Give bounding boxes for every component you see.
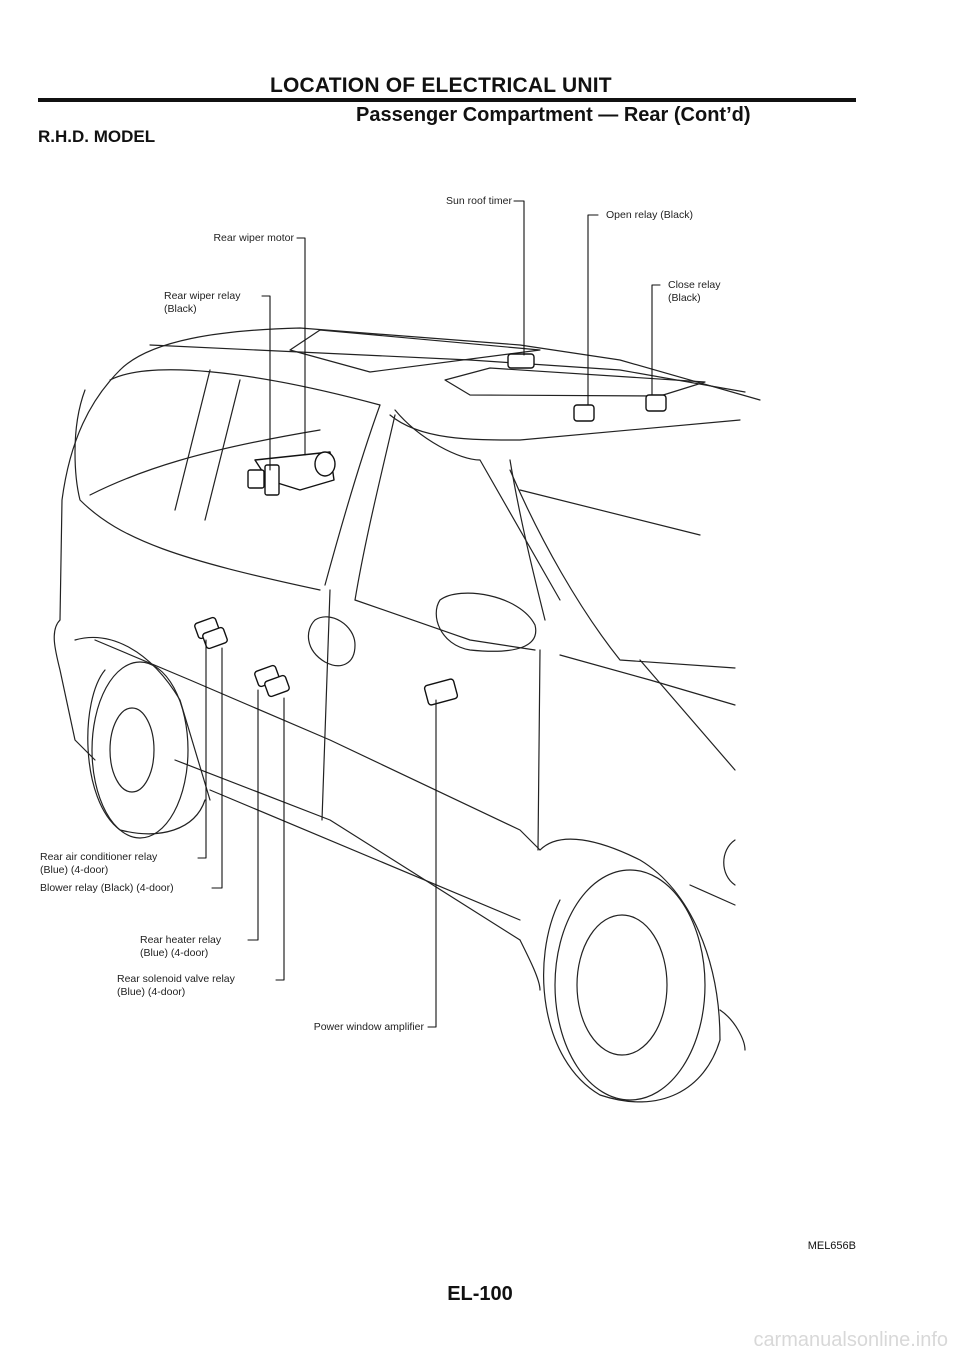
rear-arch	[75, 638, 210, 801]
rear-tire	[92, 662, 188, 838]
label-power-window-amplifier: Power window amplifier	[313, 1021, 424, 1033]
roof-drip	[390, 415, 740, 440]
front-door	[538, 650, 540, 850]
door-gap	[322, 590, 330, 820]
front-corner	[724, 840, 735, 885]
label-close-relay: Close relay (Black)	[668, 279, 721, 304]
label-rear-wiper-motor: Rear wiper motor	[213, 232, 294, 244]
side-character	[95, 640, 540, 850]
a-pillar	[640, 660, 735, 770]
pillar-4	[355, 415, 395, 600]
rear-bumper	[54, 620, 95, 760]
side-sill-2	[210, 790, 520, 920]
label-rear-ac-relay: Rear air conditioner relay (Blue) (4-doo…	[40, 851, 158, 876]
label-sun-roof-timer: Sun roof timer	[446, 195, 512, 207]
inner-line-1	[90, 430, 320, 495]
sunroof-rear	[445, 368, 705, 396]
pillar-1	[175, 370, 210, 510]
label-rear-solenoid-relay: Rear solenoid valve relay (Blue) (4-door…	[117, 973, 235, 998]
front-wheel	[577, 915, 667, 1055]
front-tire-outer	[544, 900, 720, 1102]
window-front	[510, 460, 545, 620]
model-label: R.H.D. MODEL	[38, 127, 156, 146]
rear-wheel	[110, 708, 154, 792]
inner-line-2	[520, 490, 700, 535]
label-rear-wiper-relay: Rear wiper relay (Black)	[164, 290, 241, 315]
rear-body	[60, 370, 120, 620]
windshield	[510, 470, 735, 668]
label-rear-heater-relay: Rear heater relay (Blue) (4-door)	[140, 934, 222, 959]
inner-fender	[520, 940, 540, 990]
relay-icon	[194, 354, 666, 706]
window-belt	[355, 600, 535, 650]
roof-outline	[120, 328, 760, 400]
label-open-relay: Open relay (Black)	[606, 209, 693, 221]
side-sill	[175, 760, 520, 940]
fuel-lid	[308, 617, 355, 666]
sunroof-front	[290, 330, 540, 372]
mirror	[436, 593, 535, 651]
front-tire	[555, 870, 705, 1100]
hood-line	[560, 655, 735, 705]
page-title: LOCATION OF ELECTRICAL UNIT	[270, 74, 612, 97]
rear-glass-top	[110, 370, 380, 405]
rear-glass	[75, 390, 320, 590]
rear-tire-outer	[88, 670, 205, 834]
window-upper	[395, 410, 560, 600]
header-rule	[38, 98, 856, 102]
pillar-2	[205, 380, 240, 520]
motor-icon	[248, 452, 335, 495]
page-subtitle: Passenger Compartment — Rear (Cont’d)	[356, 104, 751, 126]
leader-lines	[198, 201, 660, 1027]
page-number: EL-100	[447, 1283, 513, 1305]
figure-code: MEL656B	[807, 1240, 856, 1252]
watermark: carmanualsonline.info	[753, 1329, 948, 1351]
front-fender	[690, 885, 735, 905]
label-blower-relay: Blower relay (Black) (4-door)	[40, 882, 174, 894]
front-arch	[540, 839, 720, 1040]
front-bumper	[720, 1010, 745, 1050]
pillar-3	[325, 405, 380, 585]
